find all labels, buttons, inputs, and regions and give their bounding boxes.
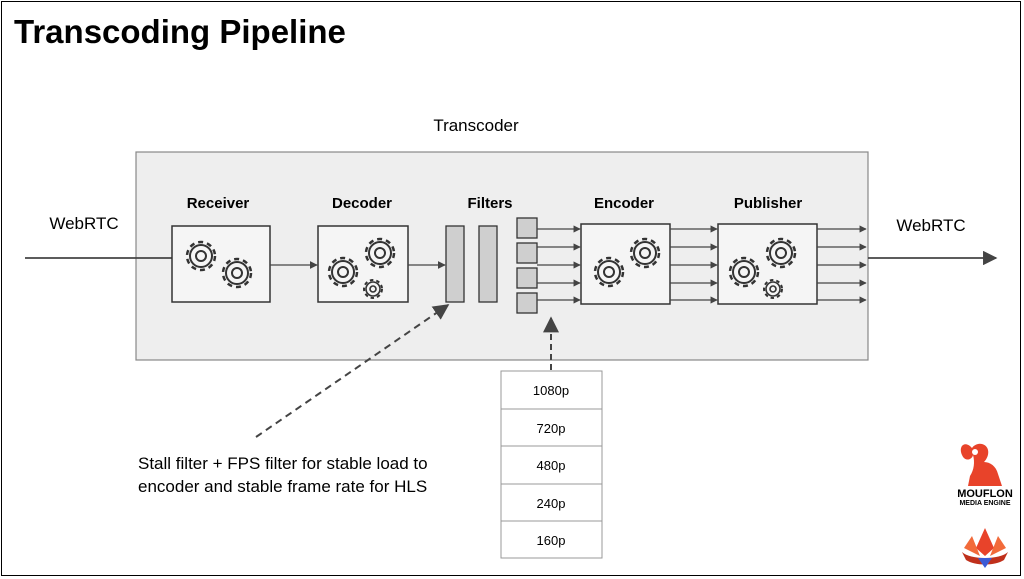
encoder-module [580, 223, 671, 305]
receiver-module [171, 225, 271, 303]
resolutions-table: 1080p 720p 480p 240p 160p [500, 370, 603, 559]
lotus-logo-icon [962, 528, 1008, 568]
stage-label-decoder: Decoder [332, 195, 392, 212]
fps-filter-bar [478, 225, 498, 303]
scale-filter-3 [516, 267, 538, 289]
resolution-cell: 160p [537, 533, 566, 548]
brand-name: MOUFLON [957, 488, 1013, 500]
output-label: WebRTC [896, 216, 965, 235]
encoder-to-publisher-arrows [670, 225, 718, 304]
page-title: Transcoding Pipeline [14, 13, 346, 50]
stage-label-receiver: Receiver [187, 195, 250, 212]
filters-module [445, 217, 538, 314]
decoder-module [317, 225, 409, 303]
stage-label-filters: Filters [467, 195, 512, 212]
scale-filter-2 [516, 242, 538, 264]
resolution-cell: 720p [537, 421, 566, 436]
scale-filter-1 [516, 217, 538, 239]
input-label: WebRTC [49, 214, 118, 233]
publisher-output-arrows [817, 225, 867, 304]
resolution-cell: 480p [537, 458, 566, 473]
filter-note: Stall filter + FPS filter for stable loa… [138, 454, 428, 496]
publisher-module [717, 223, 818, 305]
note-dashed-arrow [255, 304, 450, 438]
transcoder-label: Transcoder [433, 116, 519, 135]
resolution-cell: 1080p [533, 383, 569, 398]
stall-filter-bar [445, 225, 465, 303]
stage-label-encoder: Encoder [594, 195, 654, 212]
scale-filter-4 [516, 292, 538, 314]
ram-logo-icon [960, 443, 1002, 486]
stage-label-publisher: Publisher [734, 195, 803, 212]
brand-subtitle: MEDIA ENGINE [959, 500, 1011, 507]
resolution-cell: 240p [537, 496, 566, 511]
filters-to-encoder-arrows [537, 225, 581, 304]
